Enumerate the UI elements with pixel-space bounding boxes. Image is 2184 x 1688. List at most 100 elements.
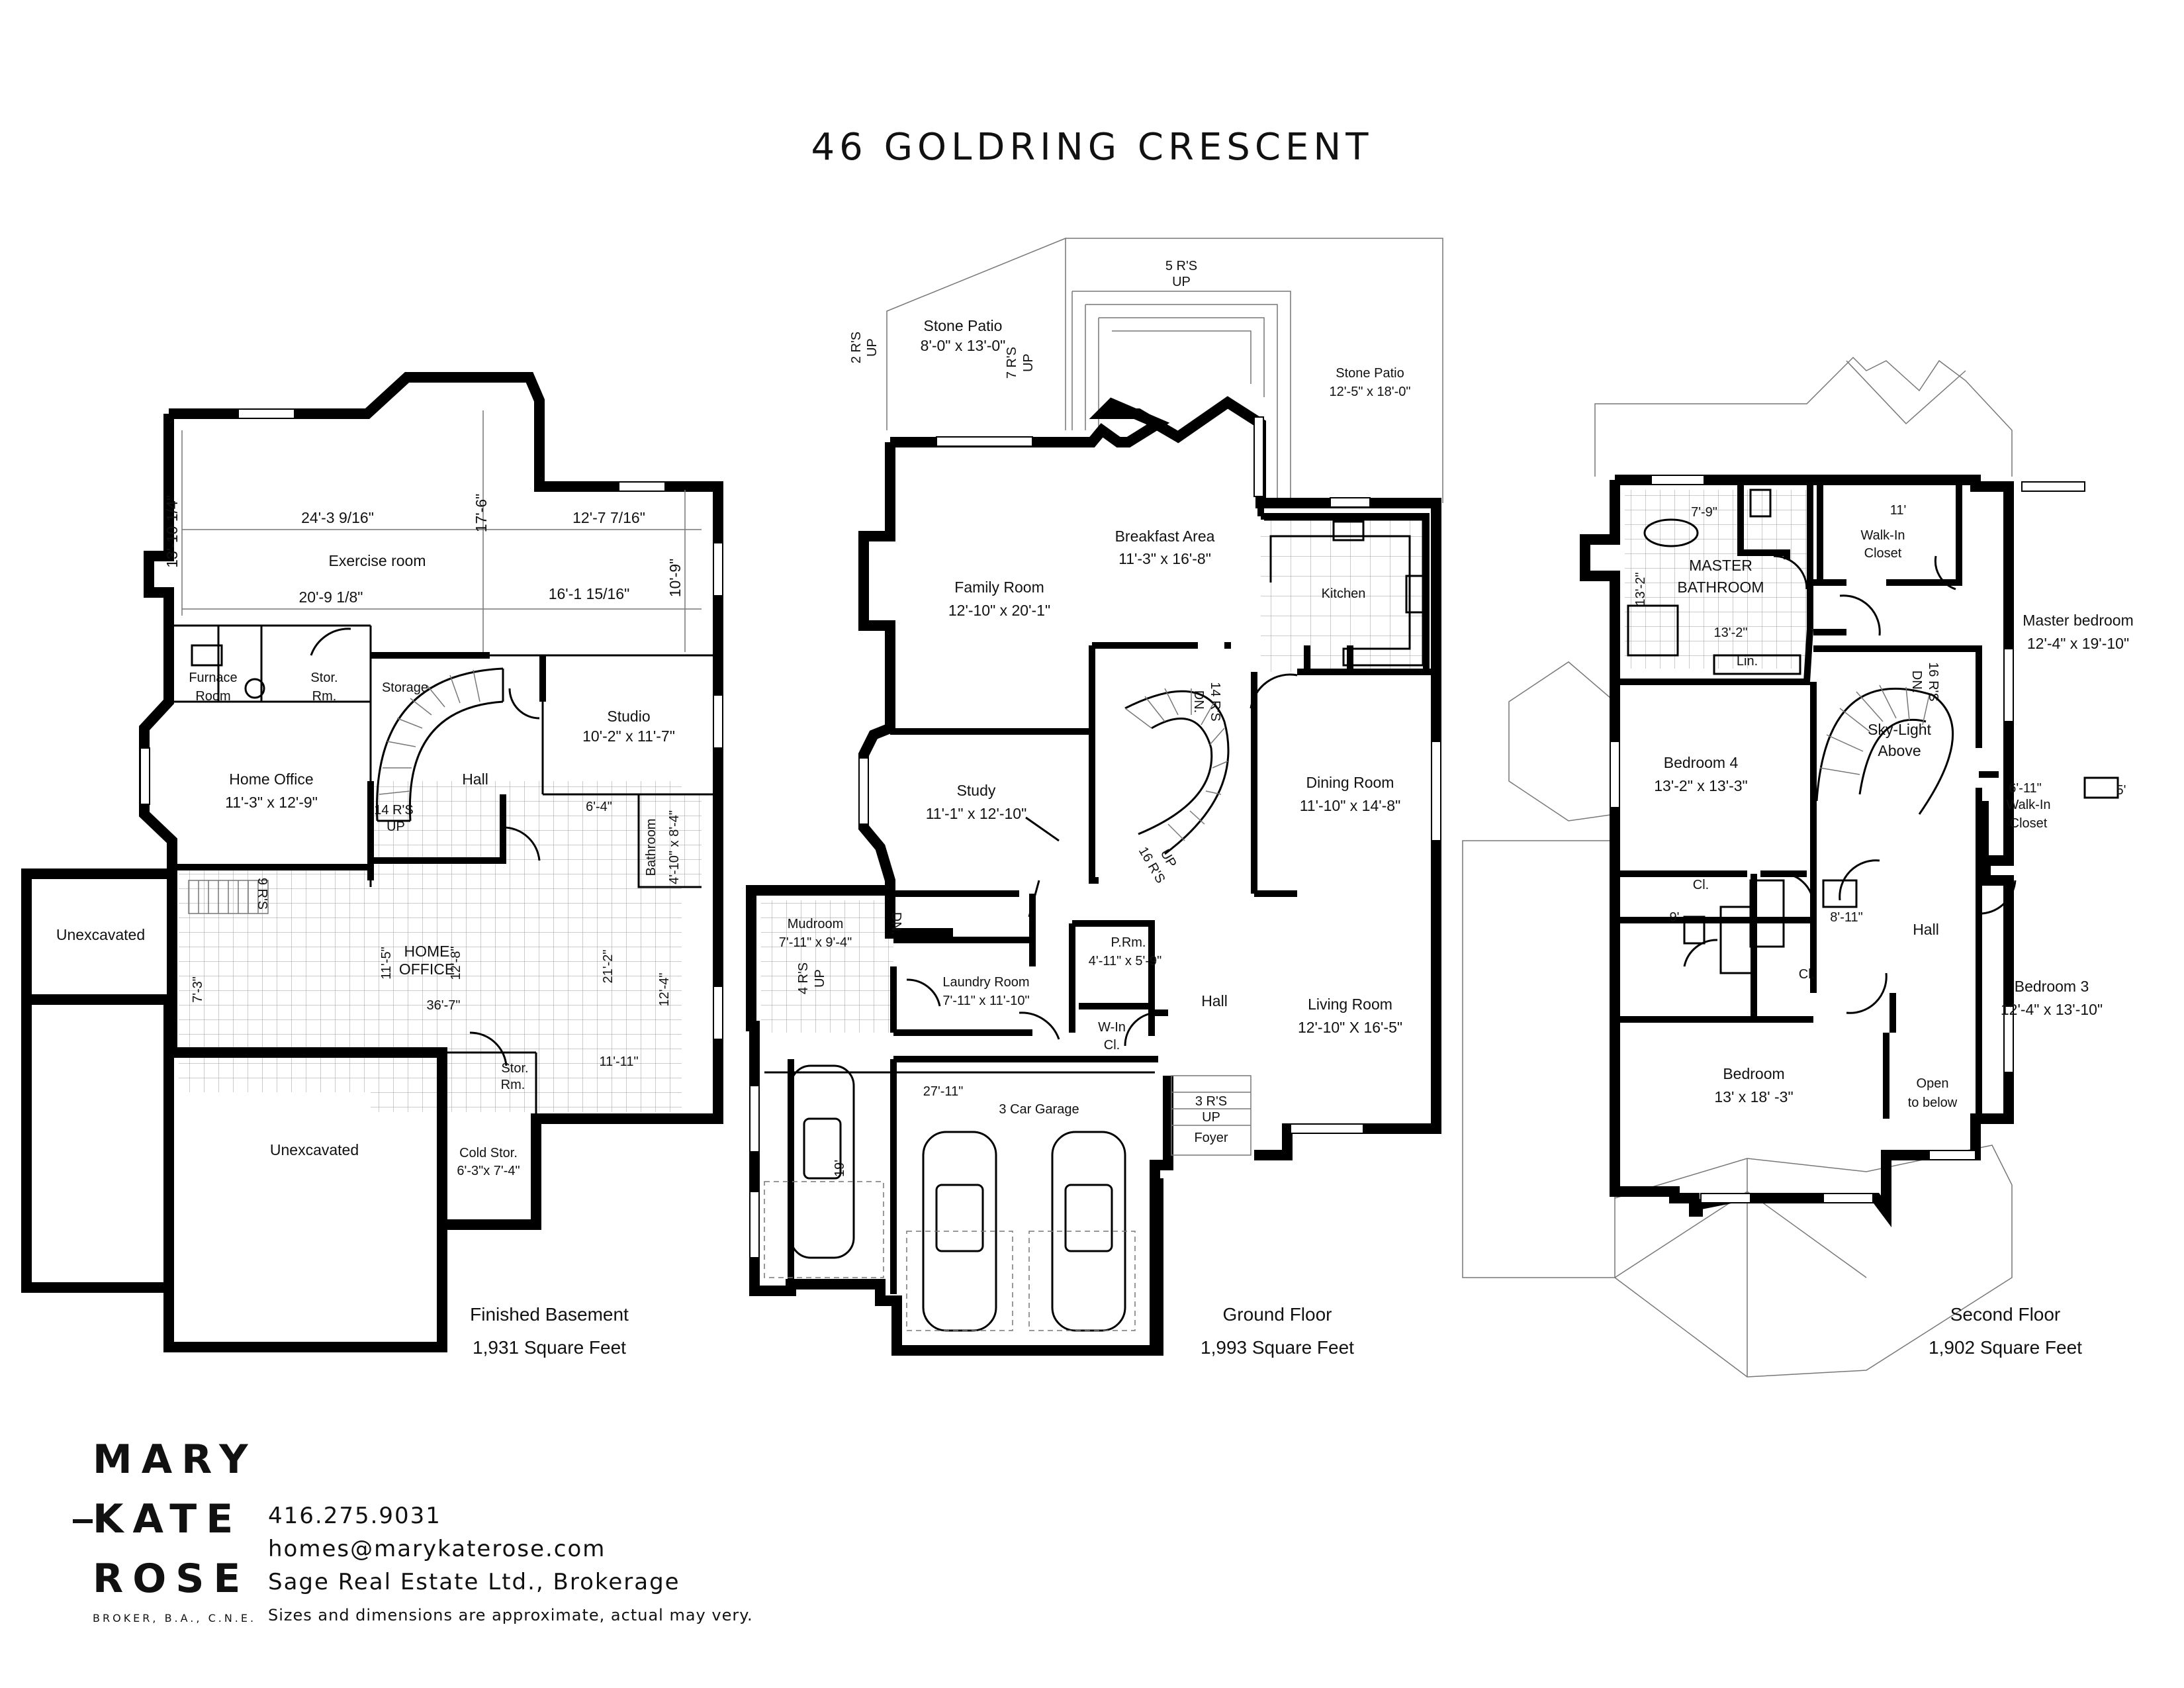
prm-dim: 4'-11" x 5'-9" <box>1089 954 1161 968</box>
bedroom4-dim: 13'-2" x 13'-3" <box>1654 777 1747 794</box>
study-label: Study <box>957 782 996 799</box>
basement-caption: Finished Basement 1,931 Square Feet <box>450 1304 649 1358</box>
dim-label: 24'-3 9/16" <box>301 509 374 526</box>
study-dim: 11'-1" x 12'-10" <box>926 805 1027 822</box>
exercise-dimension-lines <box>181 410 702 652</box>
stone-patio-2-dim: 12'-5" x 18'-0" <box>1329 385 1410 399</box>
stair-label: DN. <box>1191 690 1206 713</box>
contact-brokerage: Sage Real Estate Ltd., Brokerage <box>268 1569 680 1595</box>
dining-label: Dining Room <box>1306 774 1394 791</box>
dim-label: 12'-4" <box>657 973 672 1007</box>
laundry-tile <box>761 900 893 1033</box>
stair-label: UP <box>1021 353 1036 372</box>
foyer-steps <box>1171 1075 1251 1156</box>
roof-outlines <box>1462 356 2013 1378</box>
stair-label: 9 R'S <box>255 878 269 910</box>
dim-label: 4'-10" x 8'-4" <box>667 810 682 884</box>
unexcavated-label-1: Unexcavated <box>56 926 145 943</box>
basement-doors <box>310 628 541 1066</box>
studio-dim: 10'-2" x 11'-7" <box>582 727 675 745</box>
stair-label: 14 R'S <box>374 803 413 818</box>
storage-label: Storage <box>382 680 428 695</box>
basement-spiral-stair <box>376 667 504 822</box>
second-west-wall <box>1580 480 1981 1227</box>
ground-spiral-stair <box>1124 690 1230 855</box>
kitchen-cooktop <box>1405 575 1424 614</box>
family-room-dim: 12'-10" x 20'-1" <box>948 602 1050 619</box>
ground-windows <box>749 416 1441 1258</box>
second-stair-treads <box>1819 684 1930 775</box>
basement-stor-tile <box>443 1059 536 1112</box>
brand-line-2-text: KATE <box>93 1496 243 1542</box>
exercise-room-label: Exercise room <box>329 552 426 569</box>
mudroom-dim: 7'-11" x 9'-4" <box>779 935 852 950</box>
stone-patio-1-label: Stone Patio <box>924 317 1003 334</box>
stair-label: DN. <box>889 912 903 935</box>
contact-phone[interactable]: 416.275.9031 <box>268 1503 441 1529</box>
dim-label: 21'-2" <box>601 950 615 984</box>
stair-label: UP <box>1202 1110 1220 1125</box>
breakfast-label: Breakfast Area <box>1115 528 1215 545</box>
bedroom3-dim: 12'-4" x 13'-10" <box>2001 1001 2103 1018</box>
dim-label: 16'-1 15/16" <box>549 585 630 602</box>
contact-email[interactable]: homes@marykaterose.com <box>268 1536 606 1562</box>
dim-label: 11'-5" <box>379 947 394 979</box>
home-office-2-a: HOME <box>404 943 450 960</box>
basement-straight-stair <box>188 880 269 914</box>
win-cl-label-1: W-In <box>1098 1020 1126 1035</box>
stor-room-2-label-2: Rm. <box>501 1078 525 1092</box>
bedroom-label: Bedroom <box>1723 1065 1784 1082</box>
open-label-1: Open <box>1917 1076 1949 1091</box>
mudroom-label: Mudroom <box>788 917 843 931</box>
foyer-label: Foyer <box>1194 1131 1228 1145</box>
win-cl-label-2: Cl. <box>1104 1038 1120 1053</box>
second-name: Second Floor <box>1950 1304 2061 1325</box>
unexcavated-label-2: Unexcavated <box>270 1141 359 1158</box>
bath-fixtures <box>1627 489 2119 974</box>
kitchen-label: Kitchen <box>1322 586 1366 601</box>
basement-bath-tile <box>642 794 702 887</box>
dim-label: 20'-9 1/8" <box>299 588 363 606</box>
dim-label: 7'-3" <box>191 976 205 1003</box>
dining-dim: 11'-10" x 14'-8" <box>1300 797 1401 814</box>
dim-label: 11' <box>1890 503 1907 518</box>
dim-label: 12'-8" <box>449 947 463 980</box>
stair-label: UP <box>865 338 880 357</box>
brand-line-2: KATE <box>73 1489 257 1549</box>
stone-patio-1-dim: 8'-0" x 13'-0" <box>921 337 1006 354</box>
water-heater <box>244 678 265 699</box>
dim-label: 6'-11" <box>2009 781 2041 796</box>
brand-line-1: MARY <box>93 1436 257 1483</box>
open-label-2: to below <box>1908 1096 1958 1110</box>
contact-block: 416.275.9031 homes@marykaterose.com Sage… <box>268 1499 753 1632</box>
master-bath-tile <box>1625 490 1807 669</box>
stair-label: 2 R'S <box>849 332 864 363</box>
patio-steps <box>1071 291 1291 503</box>
walkin-closet-label-2: Closet <box>1864 546 1902 561</box>
second-caption: Second Floor 1,902 Square Feet <box>1906 1304 2105 1358</box>
stair-label: DN. <box>1909 671 1924 693</box>
basement-west-wall <box>139 414 177 1053</box>
dim-label: 13'-10 1/4" <box>163 495 181 568</box>
basement-name: Finished Basement <box>470 1304 629 1325</box>
stor-room-label-2: Rm. <box>312 689 337 704</box>
skylight-label-2: Above <box>1878 742 1921 759</box>
bedroom3-label: Bedroom 3 <box>2015 978 2089 995</box>
studio-label: Studio <box>607 708 650 725</box>
second-doors <box>1683 555 2017 1014</box>
cl-label-2: Cl. <box>1799 967 1815 982</box>
basement-hall-label: Hall <box>462 771 488 788</box>
second-area: 1,902 Square Feet <box>1929 1337 2082 1358</box>
dim-label: 12'-7 7/16" <box>572 509 645 526</box>
breakfast-dim: 11'-3" x 16'-8" <box>1118 550 1211 567</box>
ground-west-wall <box>858 442 953 939</box>
stone-patio-2-label: Stone Patio <box>1336 366 1404 381</box>
dim-label: 13'-2" <box>1633 573 1648 606</box>
dim-label: 19' <box>833 1160 847 1177</box>
brand-logo: MARY KATE ROSE BROKER, B.A., C.N.E. <box>73 1430 257 1628</box>
master-bed-dim: 12'-4" x 19'-10" <box>2027 635 2129 652</box>
bathroom-label: Bathroom <box>644 819 659 876</box>
ground-doors <box>906 673 1298 1047</box>
bedroom-dim: 13' x 18' -3" <box>1714 1088 1793 1105</box>
kitchen-sink <box>1332 520 1365 541</box>
